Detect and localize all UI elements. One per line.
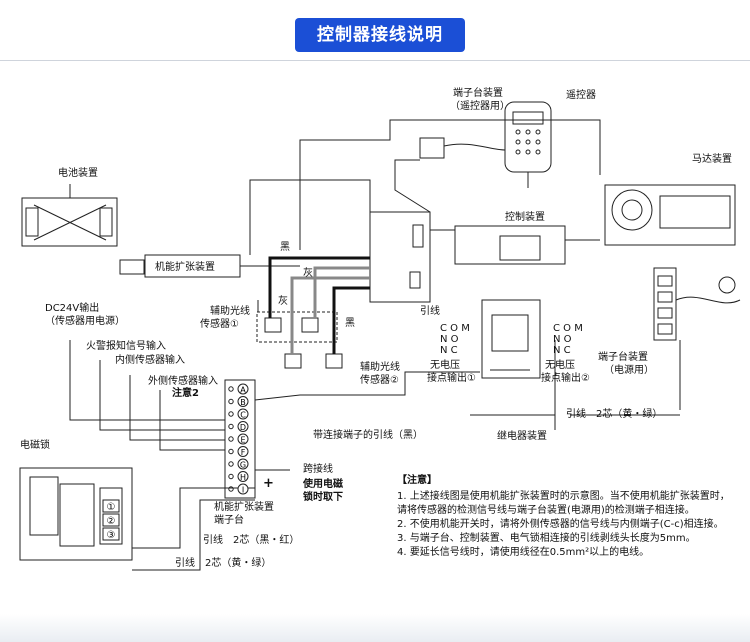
mag-terminal-number: ③ <box>107 530 116 541</box>
terminal-screw <box>228 411 234 417</box>
expansion-terminal-label: 机能扩张装置 <box>214 502 274 513</box>
dry-contact-2-label: 无电压 <box>545 360 575 371</box>
com-label-1: C O M <box>440 323 470 334</box>
battery-label: 电池装置 <box>58 168 98 179</box>
notes-title: 【注意】 <box>397 475 437 486</box>
outer-sensor-input-label: 外侧传感器输入 <box>148 376 218 387</box>
relay-device <box>481 299 541 379</box>
terminal-screw <box>228 461 234 467</box>
nc-label-2: N C <box>553 345 571 356</box>
relay-label: 继电器装置 <box>497 431 547 442</box>
terminal-e <box>237 433 249 445</box>
motor-label: 马达装置 <box>692 154 732 165</box>
bottom-band <box>0 614 750 642</box>
power-terminal-block <box>653 267 677 341</box>
note-item: 2. 不使用机能开关时，请将外侧传感器的信号线与内侧端子(C-c)相连接。 <box>397 519 724 530</box>
dry-contact-1-sublabel: 接点输出① <box>427 373 476 384</box>
aux-sensor-1-sublabel: 传感器① <box>200 319 239 330</box>
terminal-screw <box>228 448 234 455</box>
lead-black-red-label: 引线 2芯（黑・红） <box>203 535 300 546</box>
dry-contact-2-sublabel: 接点输出② <box>541 373 590 384</box>
terminal-a <box>237 383 249 395</box>
no-label-2: N O <box>553 334 572 345</box>
terminal-letter: H <box>240 473 246 482</box>
note-item: 1. 上述接线图是使用机能扩张装置时的示意图。当不使用机能扩张装置时，请将传感器… <box>397 491 730 516</box>
fire-alarm-input-label: 火警报知信号输入 <box>86 341 166 352</box>
power-terminal-label: 端子台装置 <box>598 352 648 363</box>
jumper-note-1: 使用电磁 <box>303 479 343 490</box>
mag-terminal <box>102 527 120 541</box>
nc-label-1: N C <box>440 345 458 356</box>
lead-yellow-green-label: 引线 2芯（黄・绿） <box>566 409 663 420</box>
dc24-label: DC24V输出 <box>45 303 100 314</box>
remote-terminal-label: 端子台装置 <box>453 88 503 99</box>
terminal-i <box>237 483 249 495</box>
terminal-letter: E <box>240 436 245 445</box>
lead-yellow-green-label-2: 引线 2芯（黄・绿） <box>175 558 272 569</box>
mag-terminal-number: ② <box>107 516 116 527</box>
expansion-terminal-block <box>224 379 256 499</box>
terminal-screw <box>228 398 234 405</box>
terminal-letter: G <box>240 461 246 470</box>
note-item: 4. 要延长信号线时，请使用线径在0.5mm²以上的电线。 <box>397 547 650 558</box>
remote-terminal-sublabel: （遥控器用） <box>450 101 510 112</box>
terminal-letter: B <box>240 398 246 407</box>
wire-black-label-1: 黑 <box>280 242 290 253</box>
inner-sensor-input-label: 内侧传感器输入 <box>115 355 185 366</box>
terminal-f <box>237 446 249 457</box>
lead-with-terminal-label: 带连接端子的引线（黑） <box>313 430 423 441</box>
magnetic-lock-label: 电磁锁 <box>20 440 50 451</box>
controller-label: 控制装置 <box>505 212 545 223</box>
notes-section: 【注意】 1. 上述接线图是使用机能扩张装置时的示意图。当不使用机能扩张装置时，… <box>397 474 737 560</box>
terminal-c <box>237 408 249 420</box>
jumper-note-2: 锁时取下 <box>303 492 343 503</box>
remote-terminal-block <box>419 137 445 159</box>
page-title: 控制器接线说明 <box>295 18 465 52</box>
aux-sensor-2-sublabel: 传感器② <box>360 375 399 386</box>
no-label-1: N O <box>440 334 459 345</box>
note2-label: 注意2 <box>172 388 199 399</box>
terminal-letter: D <box>240 423 246 432</box>
mag-terminal <box>102 513 120 527</box>
lead-label: 引线 <box>420 306 440 317</box>
aux-sensor-2-label: 辅助光线 <box>360 362 400 373</box>
terminal-letter: I <box>242 486 244 495</box>
dry-contact-1-label: 无电压 <box>430 360 460 371</box>
mag-terminal <box>102 499 120 513</box>
terminal-screw <box>228 486 234 492</box>
power-terminal-sublabel: （电源用） <box>604 365 654 376</box>
magnetic-lock <box>19 467 133 561</box>
jumper-label: 跨接线 <box>303 464 333 475</box>
terminal-screw <box>228 436 234 442</box>
terminal-h <box>237 471 249 482</box>
com-label-2: C O M <box>553 323 583 334</box>
terminal-d <box>237 421 249 432</box>
mag-terminal-number: ① <box>107 502 116 513</box>
plus-mark: + <box>263 476 274 491</box>
dc24-sublabel: （传感器用电源） <box>45 316 125 327</box>
wire-gray-label-1: 灰 <box>303 268 313 279</box>
terminal-letter: C <box>240 411 246 420</box>
terminal-b <box>237 396 249 407</box>
terminal-g <box>237 458 249 470</box>
terminal-screw <box>228 473 234 480</box>
terminal-screw <box>228 386 234 392</box>
motor-device <box>604 184 736 246</box>
note-item: 3. 与端子台、控制装置、电气锁相连接的引线剥线头长度为5mm。 <box>397 533 696 544</box>
title-divider <box>0 60 750 61</box>
terminal-letter: F <box>241 448 246 457</box>
expansion-label: 机能扩张装置 <box>155 262 215 273</box>
expansion-terminal-sublabel: 端子台 <box>214 515 244 526</box>
terminal-letter: A <box>240 386 246 395</box>
terminal-screw <box>228 423 234 430</box>
wire-gray-label-2: 灰 <box>278 296 288 307</box>
remote-label: 遥控器 <box>566 90 596 101</box>
wire-black-label-2: 黑 <box>345 318 355 329</box>
aux-sensor-1-label: 辅助光线 <box>210 306 250 317</box>
